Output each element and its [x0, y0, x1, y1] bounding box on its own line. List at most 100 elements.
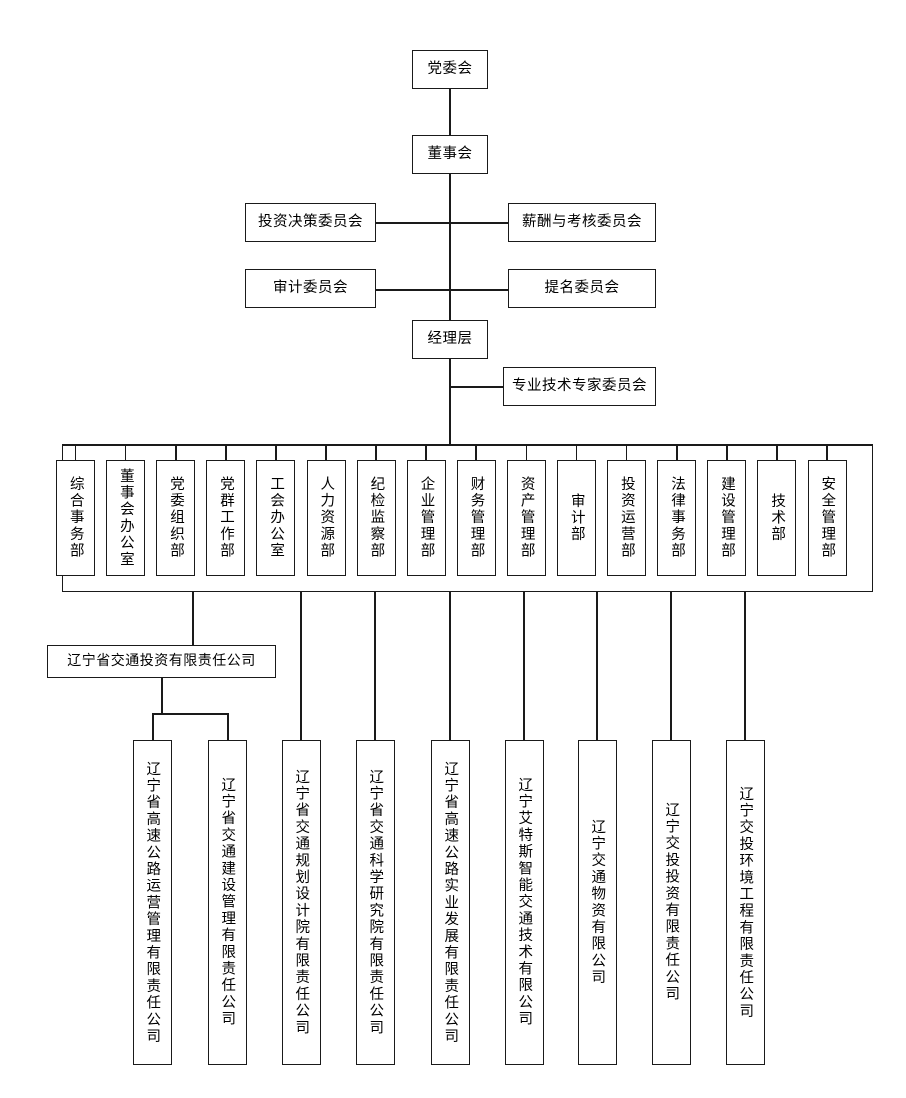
node-department-label: 技术部	[769, 492, 786, 544]
connector-committee-row1-left	[376, 222, 450, 224]
node-department-6[interactable]: 人力资源部	[306, 460, 346, 576]
node-department-label: 投资运营部	[618, 476, 635, 560]
node-department-label: 董事会办公室	[117, 467, 134, 569]
connector-committee-row2-right	[449, 289, 509, 291]
node-subsidiary-5[interactable]: 辽宁省高速公路实业发展有限责任公司	[430, 740, 470, 1065]
node-party-committee-label: 党委会	[427, 61, 473, 78]
connector-department-8	[425, 444, 428, 460]
node-department-15[interactable]: 技术部	[757, 460, 797, 576]
node-department-16[interactable]: 安全管理部	[807, 460, 847, 576]
node-department-label: 人力资源部	[318, 476, 335, 560]
connector-party-to-board	[449, 89, 451, 135]
node-department-label: 党委组织部	[167, 476, 184, 560]
node-subsidiary-9[interactable]: 辽宁交投环境工程有限责任公司	[725, 740, 765, 1065]
node-board-of-directors[interactable]: 董事会	[412, 135, 488, 174]
node-compensation-appraisal-committee[interactable]: 薪酬与考核委员会	[508, 203, 656, 242]
connector-subsidiary-4	[374, 592, 376, 740]
node-management-layer[interactable]: 经理层	[412, 320, 488, 359]
connector-department-2	[124, 444, 127, 460]
node-department-label: 综合事务部	[67, 476, 84, 560]
node-department-2[interactable]: 董事会办公室	[106, 460, 146, 576]
connector-expert-committee	[449, 386, 504, 388]
node-department-label: 法律事务部	[668, 476, 685, 560]
node-board-label: 董事会	[427, 146, 473, 163]
node-subsidiary-label: 辽宁交投投资有限责任公司	[663, 802, 680, 1003]
connector-department-1	[74, 444, 77, 460]
connector-subsidiary-5	[449, 592, 451, 740]
node-department-13[interactable]: 法律事务部	[657, 460, 697, 576]
connector-subsidiary-8	[670, 592, 672, 740]
node-audit-committee[interactable]: 审计委员会	[245, 269, 376, 308]
node-subsidiary-label: 辽宁艾特斯智能交通技术有限公司	[516, 777, 533, 1028]
node-department-10[interactable]: 资产管理部	[506, 460, 546, 576]
node-compensation-appraisal-committee-label: 薪酬与考核委员会	[522, 214, 642, 231]
node-subsidiary-label: 辽宁交通物资有限公司	[589, 819, 606, 986]
connector-holding-down	[161, 678, 163, 714]
node-department-label: 财务管理部	[468, 476, 485, 560]
connector-department-3	[174, 444, 177, 460]
connector-department-4	[224, 444, 227, 460]
node-management-layer-label: 经理层	[427, 331, 473, 348]
node-subsidiary-2[interactable]: 辽宁省交通建设管理有限责任公司	[207, 740, 247, 1065]
connector-department-6	[325, 444, 327, 460]
connector-holding-child-2	[227, 713, 229, 741]
node-department-7[interactable]: 纪检监察部	[356, 460, 396, 576]
node-subsidiary-1[interactable]: 辽宁省高速公路运营管理有限责任公司	[132, 740, 172, 1065]
node-department-label: 资产管理部	[518, 476, 535, 560]
node-subsidiary-8[interactable]: 辽宁交投投资有限责任公司	[651, 740, 691, 1065]
node-department-11[interactable]: 审计部	[557, 460, 596, 576]
node-department-label: 党群工作部	[218, 476, 235, 560]
node-department-label: 工会办公室	[268, 476, 285, 560]
node-holding-company[interactable]: 辽宁省交通投资有限责任公司	[47, 645, 276, 678]
node-nomination-committee[interactable]: 提名委员会	[508, 269, 656, 308]
node-subsidiary-label: 辽宁省高速公路运营管理有限责任公司	[144, 760, 161, 1045]
connector-department-12	[625, 444, 628, 460]
connector-department-5	[275, 444, 277, 460]
node-expert-committee-label: 专业技术专家委员会	[512, 378, 647, 395]
node-department-label: 企业管理部	[418, 476, 435, 560]
node-subsidiary-label: 辽宁交投环境工程有限责任公司	[737, 785, 754, 1020]
connector-department-14	[725, 444, 728, 460]
node-party-committee[interactable]: 党委会	[412, 50, 488, 89]
node-department-8[interactable]: 企业管理部	[406, 460, 446, 576]
node-subsidiary-label: 辽宁省交通建设管理有限责任公司	[219, 777, 236, 1028]
connector-subsidiary-9	[744, 592, 746, 740]
node-department-label: 纪检监察部	[368, 476, 385, 560]
connector-department-10	[525, 444, 528, 460]
node-subsidiary-4[interactable]: 辽宁省交通科学研究院有限责任公司	[355, 740, 395, 1065]
node-department-label: 建设管理部	[719, 476, 736, 560]
connector-board-to-management-spine	[449, 174, 451, 320]
connector-subsidiary-6	[523, 592, 525, 740]
node-subsidiary-3[interactable]: 辽宁省交通规划设计院有限责任公司	[281, 740, 321, 1065]
connector-department-9	[475, 444, 478, 460]
node-expert-committee[interactable]: 专业技术专家委员会	[503, 367, 656, 406]
node-subsidiary-6[interactable]: 辽宁艾特斯智能交通技术有限公司	[504, 740, 544, 1065]
node-department-label: 安全管理部	[819, 476, 836, 560]
node-department-label: 审计部	[568, 492, 585, 544]
node-nomination-committee-label: 提名委员会	[544, 280, 620, 297]
connector-department-11	[575, 444, 578, 460]
node-investment-decision-committee[interactable]: 投资决策委员会	[245, 203, 376, 242]
node-department-9[interactable]: 财务管理部	[456, 460, 496, 576]
connector-committee-row2-left	[376, 289, 450, 291]
node-audit-committee-label: 审计委员会	[273, 280, 348, 297]
node-department-4[interactable]: 党群工作部	[206, 460, 246, 576]
connector-department-13	[675, 444, 678, 460]
node-department-12[interactable]: 投资运营部	[607, 460, 647, 576]
node-subsidiary-label: 辽宁省交通科学研究院有限责任公司	[367, 768, 384, 1037]
connector-band-to-holding	[192, 592, 194, 646]
node-department-14[interactable]: 建设管理部	[707, 460, 747, 576]
connector-committee-row1-right	[449, 222, 509, 224]
department-bus	[62, 444, 873, 446]
node-subsidiary-label: 辽宁省高速公路实业发展有限责任公司	[442, 760, 459, 1045]
node-department-5[interactable]: 工会办公室	[256, 460, 296, 576]
node-subsidiary-7[interactable]: 辽宁交通物资有限公司	[577, 740, 617, 1065]
node-department-1[interactable]: 综合事务部	[56, 460, 95, 576]
node-subsidiary-label: 辽宁省交通规划设计院有限责任公司	[293, 768, 310, 1037]
connector-department-16	[826, 444, 828, 460]
connector-subsidiary-3	[300, 592, 302, 740]
connector-holding-children-bus	[152, 713, 228, 715]
connector-subsidiary-7	[596, 592, 598, 740]
node-department-3[interactable]: 党委组织部	[156, 460, 196, 576]
